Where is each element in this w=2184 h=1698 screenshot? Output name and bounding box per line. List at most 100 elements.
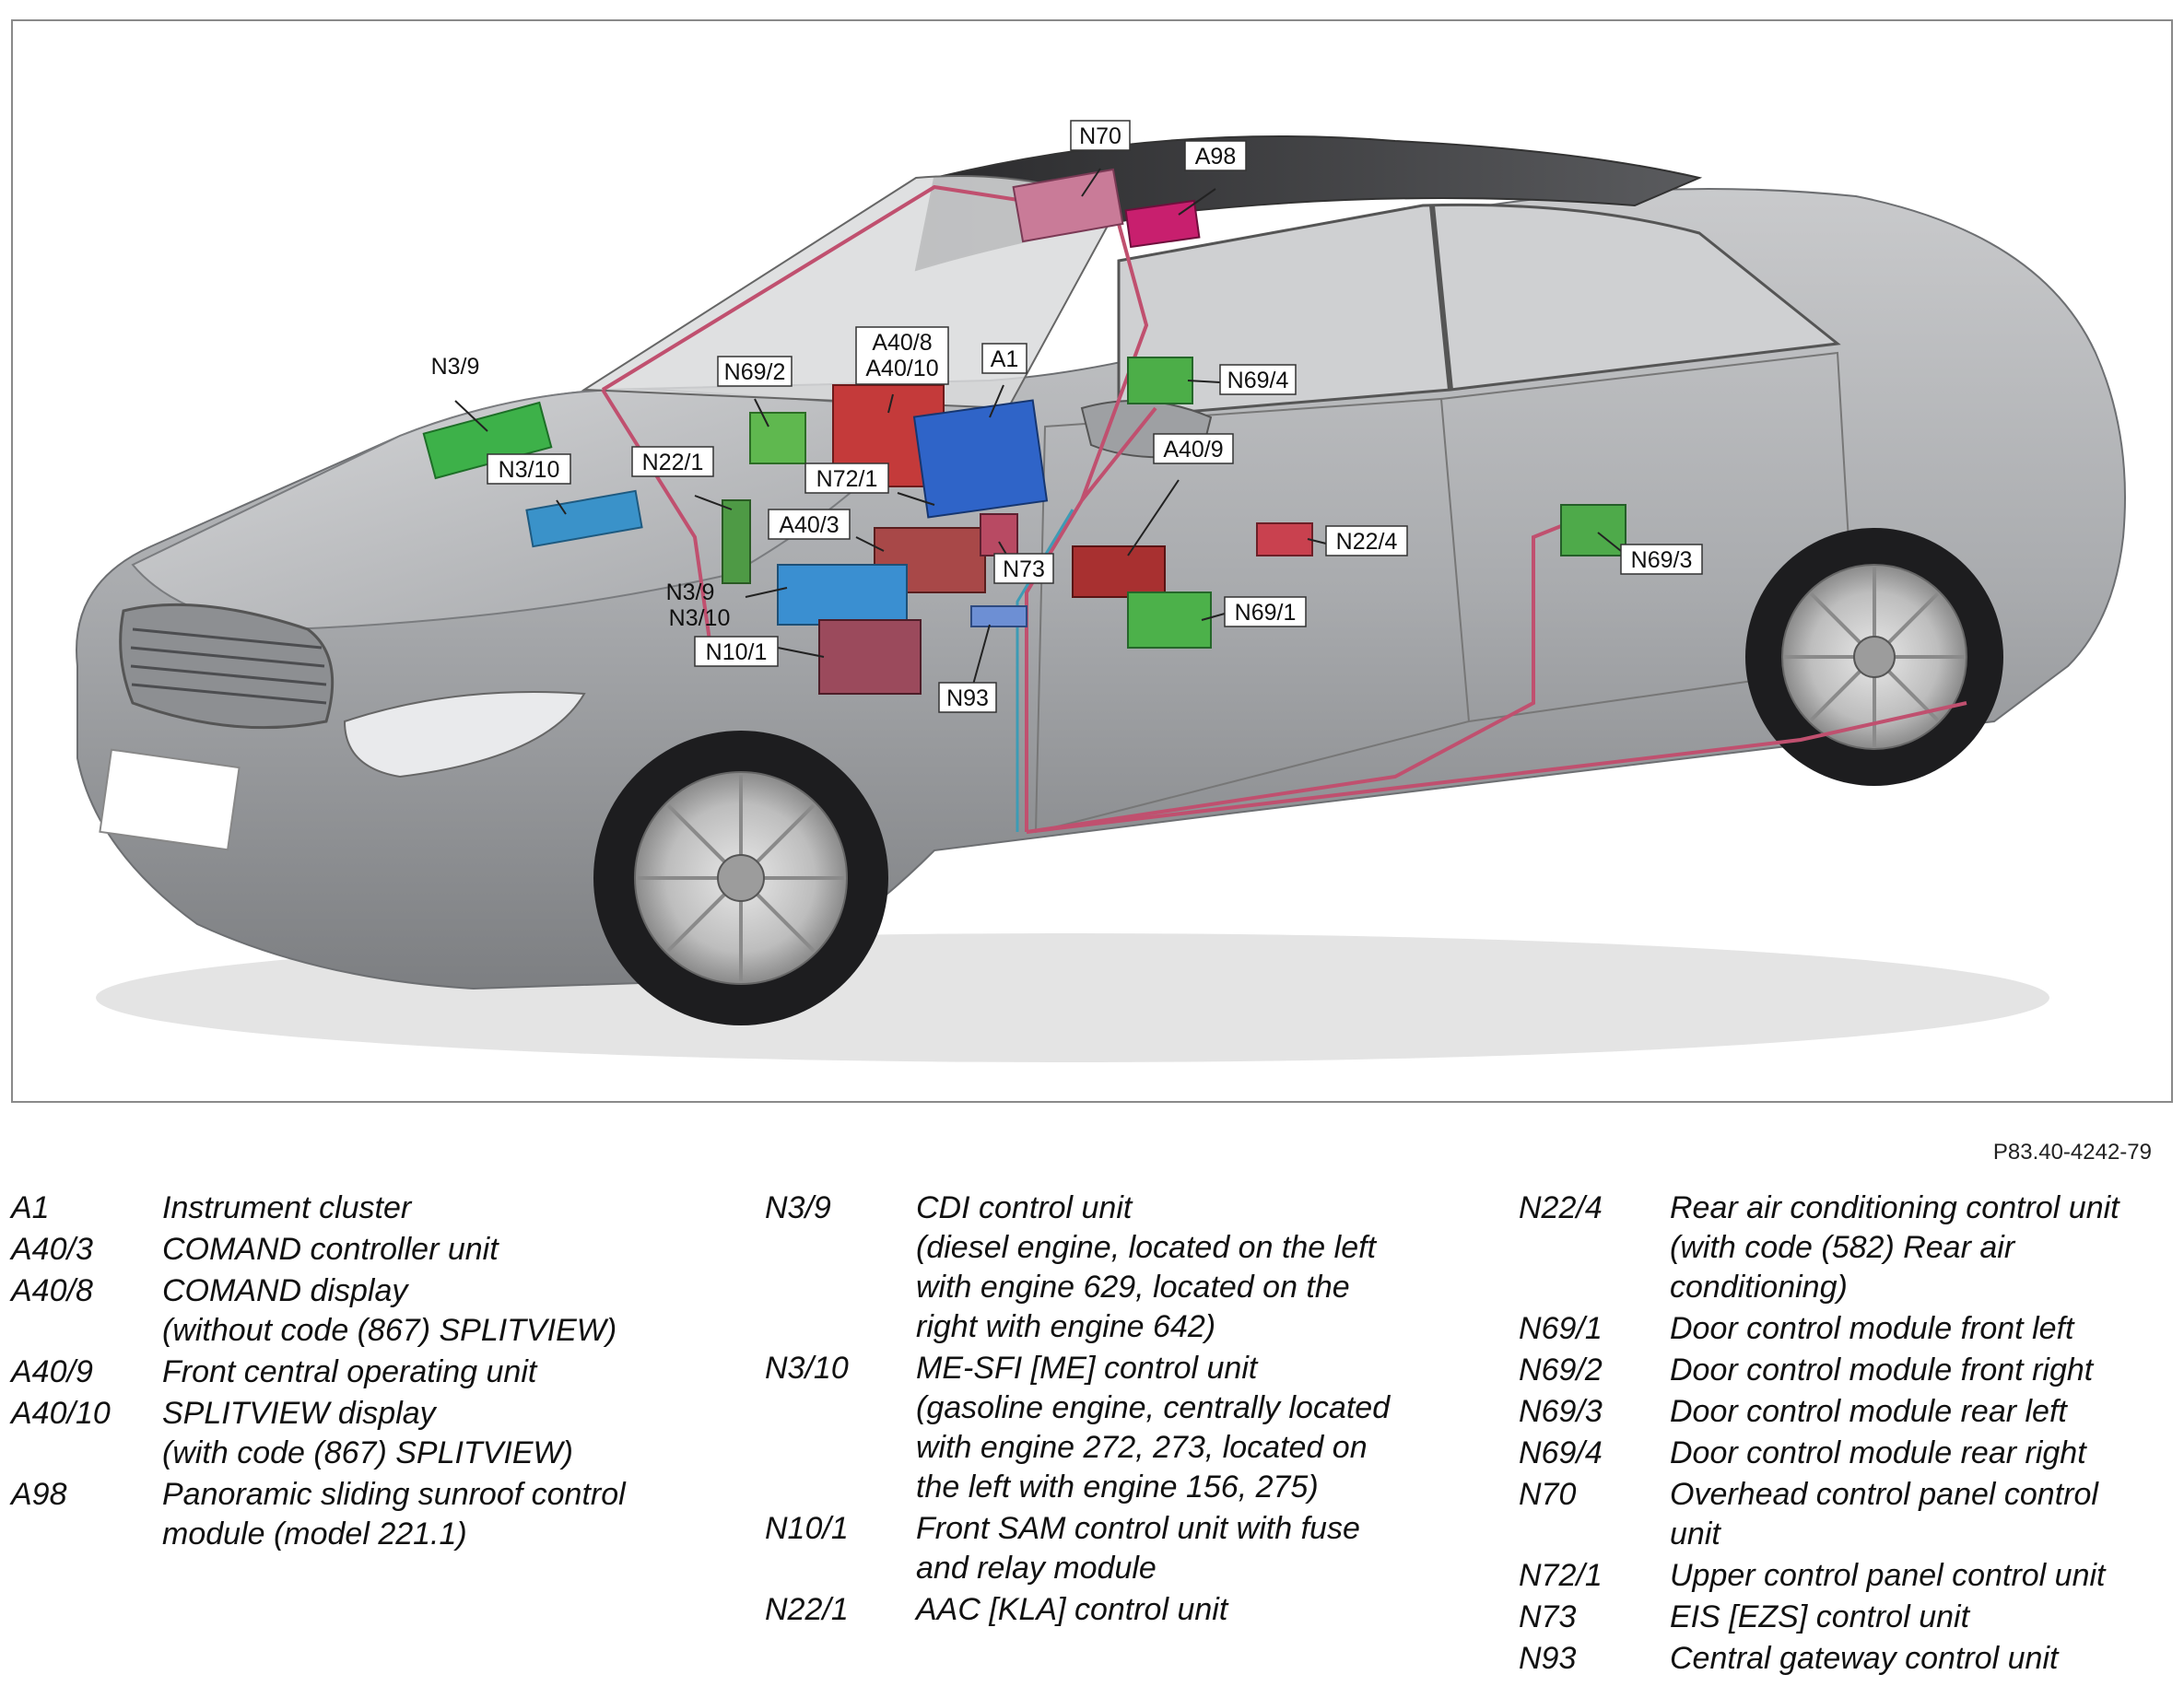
module-n69-2 <box>749 412 806 464</box>
svg-text:N3/10: N3/10 <box>499 457 560 483</box>
legend-description: Front SAM control unit with fuse and rela… <box>916 1509 1447 1588</box>
callout-a40-8: A40/8 A40/10 <box>855 326 949 385</box>
legend-code: A40/3 <box>11 1232 93 1267</box>
rear-wheel <box>1745 528 2003 786</box>
legend-description-line: Front central operating unit <box>162 1354 537 1389</box>
figure-code: P83.40-4242-79 <box>1992 1140 2152 1165</box>
legend-description: Door control module rear left <box>1670 1392 2164 1432</box>
callout-n3-10: N3/10 <box>487 453 571 485</box>
legend-description: EIS [EZS] control unit <box>1670 1598 2164 1637</box>
legend-description-line: module (model 221.1) <box>162 1516 467 1552</box>
legend-entry: N69/1 Door control module front left <box>1519 1309 2164 1349</box>
callout-a1: A1 <box>981 343 1027 374</box>
svg-text:N69/3: N69/3 <box>1631 547 1693 573</box>
legend-description-line: Panoramic sliding sunroof control <box>162 1477 626 1512</box>
legend-description-line: with engine 629, located on the <box>916 1270 1350 1305</box>
legend-entry: N69/2 Door control module front right <box>1519 1351 2164 1390</box>
module-n69-4 <box>1127 357 1193 404</box>
legend-entry: N3/10 ME-SFI [ME] control unit(gasoline e… <box>765 1349 1447 1507</box>
svg-text:N3/10: N3/10 <box>669 605 731 631</box>
legend-code: N10/1 <box>765 1511 849 1546</box>
module-n69-1 <box>1127 591 1212 649</box>
legend-entry: A40/3 COMAND controller unit <box>11 1230 675 1270</box>
legend-description-line: Central gateway control unit <box>1670 1641 2059 1676</box>
svg-text:N3/9: N3/9 <box>666 580 715 605</box>
legend-description: SPLITVIEW display(with code (867) SPLITV… <box>162 1394 675 1473</box>
svg-text:N3/9: N3/9 <box>431 354 480 380</box>
module-n22-4 <box>1256 522 1313 556</box>
legend-code: N69/2 <box>1519 1353 1603 1388</box>
legend-description: ME-SFI [ME] control unit(gasoline engine… <box>916 1349 1447 1507</box>
callout-n22-1: N22/1 <box>631 446 714 477</box>
svg-text:A1: A1 <box>991 346 1019 372</box>
legend-description-line: the left with engine 156, 275) <box>916 1470 1319 1505</box>
callout-labels: N70 A98 N3/9 N69/2 A40/8 A40/10 A1 <box>431 120 1703 713</box>
svg-text:A98: A98 <box>1195 144 1236 170</box>
legend-description: Front central operating unit <box>162 1353 675 1392</box>
legend-description: Central gateway control unit <box>1670 1639 2164 1679</box>
legend-description-line: Door control module front right <box>1670 1353 2094 1388</box>
callout-n93: N93 <box>938 682 997 713</box>
legend-code: A40/9 <box>11 1354 93 1389</box>
module-n3-9-lower <box>777 564 908 626</box>
legend-entry: N69/3 Door control module rear left <box>1519 1392 2164 1432</box>
callout-n69-1: N69/1 <box>1224 596 1307 627</box>
legend-description-line: Door control module front left <box>1670 1311 2074 1346</box>
svg-text:A40/3: A40/3 <box>779 512 839 538</box>
svg-text:N22/1: N22/1 <box>642 450 704 475</box>
legend-description-line: (gasoline engine, centrally located <box>916 1390 1391 1425</box>
svg-text:A40/10: A40/10 <box>865 356 938 381</box>
callout-a40-3: A40/3 <box>768 509 851 540</box>
module-n22-1 <box>722 499 751 584</box>
legend-code: N73 <box>1519 1599 1577 1634</box>
callout-n3-9: N3/9 <box>431 354 480 380</box>
legend-code: A40/8 <box>11 1273 93 1308</box>
legend-code: N3/10 <box>765 1351 849 1386</box>
callout-n3-9-lower: N3/9 N3/10 <box>666 580 731 631</box>
wiring-harness <box>601 184 1967 834</box>
callout-n72-1: N72/1 <box>804 463 889 494</box>
leader-lines <box>454 168 1622 685</box>
module-a1 <box>912 399 1049 519</box>
legend-description-line: Front SAM control unit with fuse <box>916 1511 1360 1546</box>
module-n73 <box>980 513 1018 556</box>
svg-text:N22/4: N22/4 <box>1336 529 1398 555</box>
car-side-windows <box>1117 203 1841 419</box>
legend-description-line: (diesel engine, located on the left <box>916 1230 1377 1265</box>
legend-description-line: AAC [KLA] control unit <box>916 1592 1228 1627</box>
svg-text:N73: N73 <box>1003 556 1045 582</box>
car-grille <box>119 603 335 730</box>
legend-code: A40/10 <box>11 1396 111 1431</box>
legend-entry: A40/9 Front central operating unit <box>11 1353 675 1392</box>
legend-description-line: Upper control panel control unit <box>1670 1558 2106 1593</box>
legend-code: N69/3 <box>1519 1394 1603 1429</box>
callout-a40-9: A40/9 <box>1153 433 1234 464</box>
legend-code: N69/4 <box>1519 1435 1603 1470</box>
legend-description-line: Overhead control panel control <box>1670 1477 2098 1512</box>
b-pillar <box>1429 205 1453 391</box>
legend-entry: N69/4 Door control module rear right <box>1519 1434 2164 1473</box>
legend-description-line: Door control module rear right <box>1670 1435 2086 1470</box>
legend-description-line: and relay module <box>916 1551 1157 1586</box>
svg-text:N69/1: N69/1 <box>1235 600 1297 626</box>
legend-code: N72/1 <box>1519 1558 1603 1593</box>
callout-a98: A98 <box>1184 140 1247 171</box>
legend-description-line: COMAND controller unit <box>162 1232 499 1267</box>
legend-description-line: EIS [EZS] control unit <box>1670 1599 1970 1634</box>
car-headlight <box>343 691 586 779</box>
module-n10-1 <box>818 619 922 695</box>
callout-n69-2: N69/2 <box>717 356 793 387</box>
legend-column-2: N3/9 CDI control unit (diesel engine, loca… <box>765 1189 1447 1632</box>
svg-text:A40/9: A40/9 <box>1163 437 1223 463</box>
legend-description-line: with engine 272, 273, located on <box>916 1430 1368 1465</box>
svg-text:N72/1: N72/1 <box>816 466 878 492</box>
legend-description-line: CDI control unit <box>916 1190 1133 1225</box>
legend-code: N3/9 <box>765 1190 831 1225</box>
svg-text:N10/1: N10/1 <box>706 639 768 665</box>
legend-code: N69/1 <box>1519 1311 1603 1346</box>
control-modules <box>422 168 1626 695</box>
